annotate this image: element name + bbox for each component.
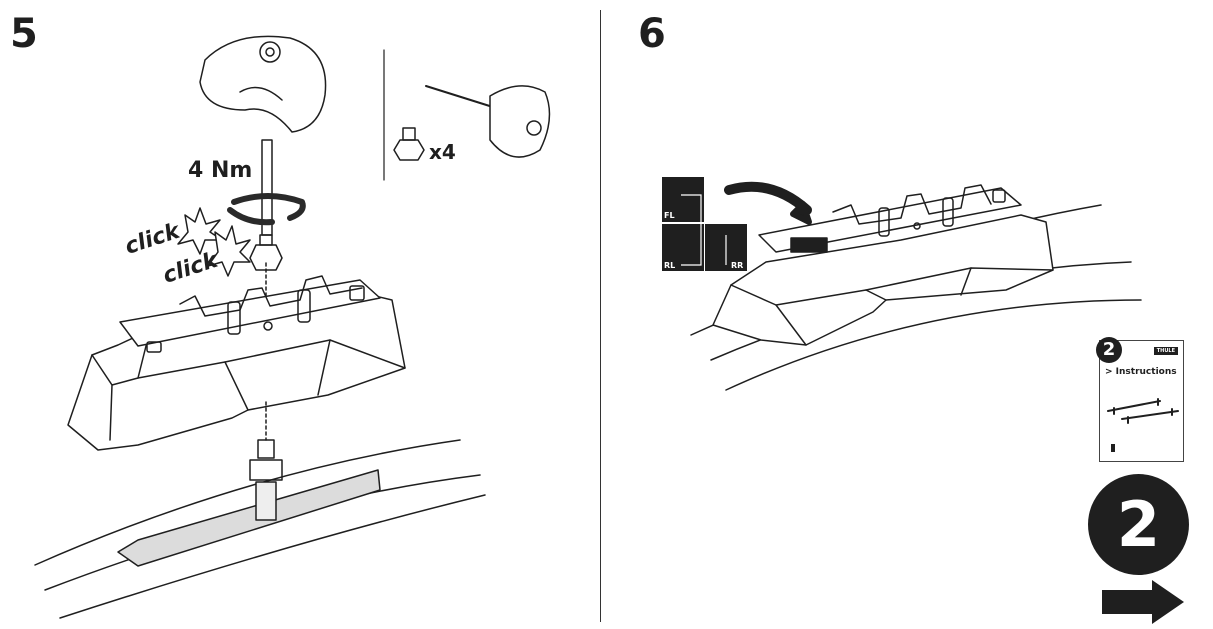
position-rl-label: RL	[664, 261, 676, 270]
right-arrow-icon	[1102, 580, 1184, 624]
torque-label: 4 Nm	[188, 158, 253, 183]
step6-illustration	[662, 177, 1142, 391]
step-6-number: 6	[638, 11, 666, 57]
car-position-grid	[662, 177, 747, 271]
position-rr-label: RR	[731, 261, 744, 270]
roof-bars-icon	[1107, 398, 1179, 452]
brand-logo: THULE	[1153, 347, 1178, 355]
quantity-label: x4	[429, 140, 456, 164]
booklet-title: > Instructions	[1105, 367, 1177, 377]
position-fl-label: FL	[664, 211, 675, 220]
step-5-number: 5	[10, 11, 38, 57]
step5-illustration	[34, 35, 551, 619]
next-instructions-booklet: 2 THULE > Instructions	[1096, 337, 1184, 462]
panel-divider	[600, 10, 601, 622]
booklet-number: 2	[1096, 337, 1122, 363]
next-page-number: 2	[1088, 474, 1189, 575]
